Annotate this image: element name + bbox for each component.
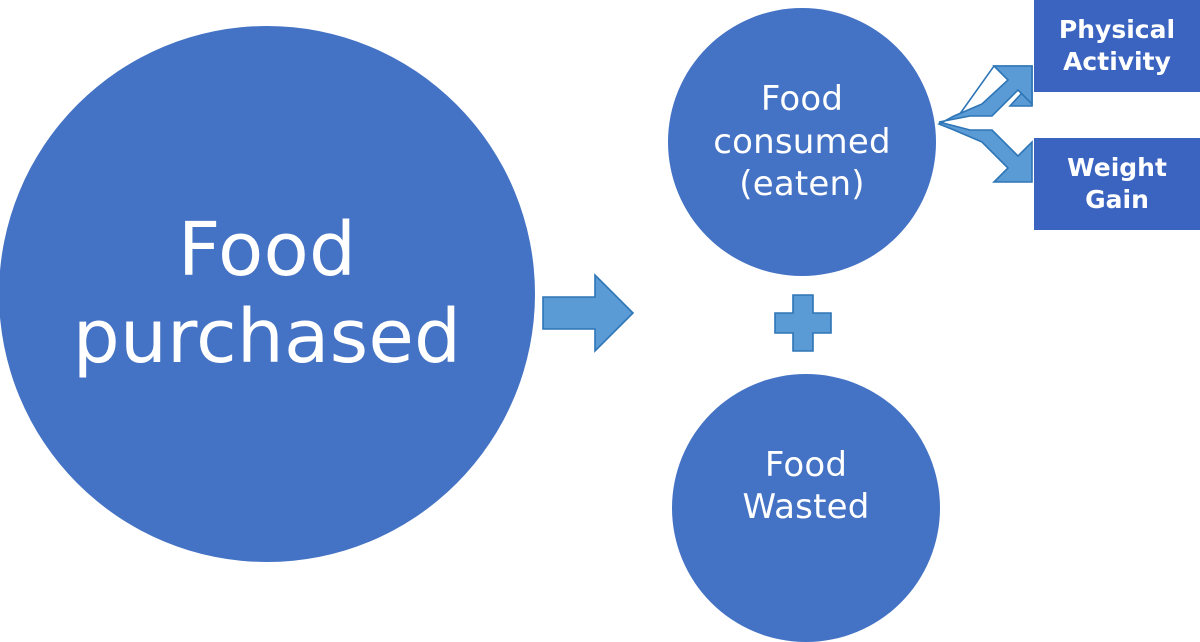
node-food-consumed-label: Food consumed (eaten)	[713, 79, 891, 205]
plus-icon	[774, 294, 832, 352]
node-food-purchased: Food purchased	[0, 26, 535, 562]
node-food-purchased-label: Food purchased	[72, 206, 462, 380]
node-food-consumed: Food consumed (eaten)	[668, 8, 936, 276]
node-weight-gain: Weight Gain	[1034, 138, 1200, 230]
right-arrow-icon	[542, 273, 635, 353]
node-physical-activity-label: Physical Activity	[1058, 14, 1176, 77]
node-weight-gain-label: Weight Gain	[1067, 152, 1167, 215]
node-food-wasted-label: Food Wasted	[742, 444, 870, 528]
node-physical-activity: Physical Activity	[1034, 0, 1200, 92]
split-arrow-icon	[937, 65, 1033, 183]
node-food-wasted: Food Wasted	[672, 374, 940, 642]
